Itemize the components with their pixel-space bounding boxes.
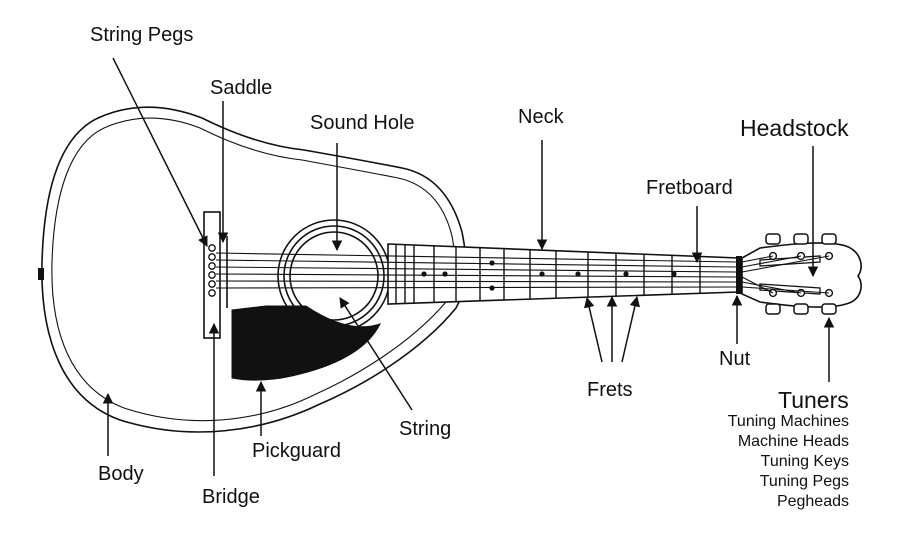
fretboard bbox=[387, 243, 739, 305]
label-body: Body bbox=[98, 463, 144, 485]
strap-button bbox=[38, 268, 44, 280]
label-fretboard: Fretboard bbox=[646, 177, 733, 199]
leader-fret-3 bbox=[621, 295, 640, 363]
leaders bbox=[102, 57, 835, 476]
label-pegheads: Pegheads bbox=[776, 493, 849, 510]
strings bbox=[215, 252, 830, 294]
label-string: String bbox=[399, 418, 452, 440]
leader-string bbox=[339, 297, 413, 411]
label-string-pegs: String Pegs bbox=[90, 24, 194, 46]
label-neck: Neck bbox=[518, 106, 564, 128]
label-saddle: Saddle bbox=[210, 77, 273, 99]
sound-hole bbox=[289, 231, 379, 321]
label-sound-hole: Sound Hole bbox=[310, 112, 415, 134]
label-machine-heads: Machine Heads bbox=[737, 433, 849, 450]
string-pegs bbox=[208, 244, 216, 297]
label-tuners: Tuners bbox=[778, 387, 849, 413]
label-tuning-machines: Tuning Machines bbox=[727, 413, 849, 430]
label-pickguard: Pickguard bbox=[252, 440, 341, 462]
label-headstock: Headstock bbox=[740, 115, 849, 141]
guitar-body-binding bbox=[51, 117, 456, 422]
label-tuning-keys: Tuning Keys bbox=[760, 453, 849, 470]
label-nut: Nut bbox=[719, 348, 751, 370]
label-bridge: Bridge bbox=[202, 486, 260, 508]
tuner-keys bbox=[765, 233, 837, 315]
nut bbox=[736, 256, 742, 294]
label-frets: Frets bbox=[587, 379, 633, 401]
leader-string-pegs bbox=[112, 57, 208, 247]
guitar-body-outline bbox=[41, 106, 468, 433]
leader-fret-1 bbox=[584, 296, 603, 363]
pickguard bbox=[231, 305, 381, 381]
label-tuning-pegs: Tuning Pegs bbox=[759, 473, 849, 490]
